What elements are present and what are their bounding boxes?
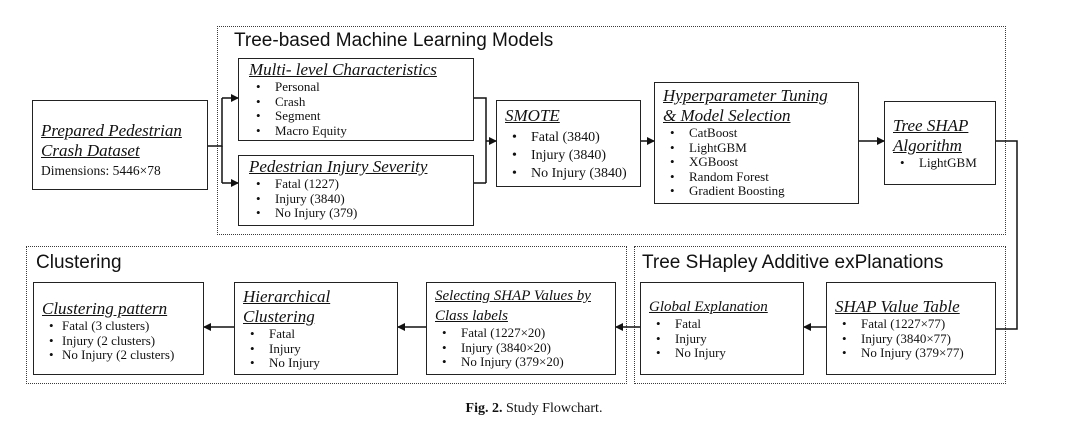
list-item: Fatal (1227×77) xyxy=(835,316,995,332)
figure-caption-text: Study Flowchart. xyxy=(506,401,603,416)
list-item: Fatal xyxy=(649,316,803,332)
shap-table-title: SHAP Value Table xyxy=(835,297,960,316)
dataset-title-line2: Crash Dataset xyxy=(41,141,140,160)
list-item: Personal xyxy=(249,79,473,95)
list-item: Injury xyxy=(649,331,803,347)
list-item: LightGBM xyxy=(893,155,995,171)
list-item: Fatal (3840) xyxy=(505,129,640,147)
list-item: Fatal (1227×20) xyxy=(435,325,615,341)
shap-table-list: Fatal (1227×77) Injury (3840×77) No Inju… xyxy=(835,316,995,361)
hyperparameter-title-line1: Hyperparameter Tuning xyxy=(663,86,828,105)
hierarchical-clustering-box: Hierarchical Clustering Fatal Injury No … xyxy=(234,282,398,375)
dataset-title-line1: Prepared Pedestrian xyxy=(41,121,182,140)
tree-shap-list: LightGBM xyxy=(893,155,995,171)
selecting-shap-box: Selecting SHAP Values by Class labels Fa… xyxy=(426,282,616,375)
injury-severity-title: Pedestrian Injury Severity xyxy=(249,157,428,176)
selecting-shap-title-line2: Class labels xyxy=(435,308,508,324)
group-title-tree-models: Tree-based Machine Learning Models xyxy=(234,30,554,51)
list-item: Fatal xyxy=(243,326,397,342)
global-explanation-title: Global Explanation xyxy=(649,299,768,315)
selecting-shap-list: Fatal (1227×20) Injury (3840×20) No Inju… xyxy=(435,325,615,370)
list-item: LightGBM xyxy=(663,140,858,156)
list-item: No Injury (3840) xyxy=(505,165,640,183)
hierarchical-list: Fatal Injury No Injury xyxy=(243,326,397,371)
figure-caption: Fig. 2. Study Flowchart. xyxy=(0,401,1068,417)
list-item: Macro Equity xyxy=(249,123,473,139)
smote-title: SMOTE xyxy=(505,106,560,125)
list-item: Gradient Boosting xyxy=(663,183,858,199)
tree-shap-algorithm-box: Tree SHAP Algorithm LightGBM xyxy=(884,101,996,185)
list-item: No Injury (2 clusters) xyxy=(42,347,203,363)
list-item: Fatal (3 clusters) xyxy=(42,318,203,334)
group-title-tree-shap: Tree SHapley Additive exPlanations xyxy=(642,252,944,273)
list-item: Fatal (1227) xyxy=(249,176,473,192)
tree-shap-title-line1: Tree SHAP xyxy=(893,116,969,135)
list-item: Injury (2 clusters) xyxy=(42,333,203,349)
list-item: Injury (3840×20) xyxy=(435,340,615,356)
multi-level-list: Personal Crash Segment Macro Equity xyxy=(249,79,473,139)
list-item: No Injury (379) xyxy=(249,205,473,221)
list-item: Injury xyxy=(243,341,397,357)
hyperparameter-title-line2: & Model Selection xyxy=(663,106,791,125)
arrow-to-shap-table xyxy=(996,140,1018,330)
clustering-pattern-box: Clustering pattern Fatal (3 clusters) In… xyxy=(33,282,204,375)
group-title-clustering: Clustering xyxy=(36,252,122,273)
list-item: Segment xyxy=(249,108,473,124)
list-item: No Injury (379×20) xyxy=(435,354,615,370)
arrow-dataset-split xyxy=(208,98,223,147)
multi-level-title: Multi- level Characteristics xyxy=(249,60,437,79)
injury-severity-box: Pedestrian Injury Severity Fatal (1227) … xyxy=(238,155,474,226)
list-item: Crash xyxy=(249,94,473,110)
global-explanation-list: Fatal Injury No Injury xyxy=(649,316,803,361)
list-item: XGBoost xyxy=(663,154,858,170)
list-item: Injury (3840×77) xyxy=(835,331,995,347)
hierarchical-title-line1: Hierarchical xyxy=(243,287,331,306)
list-item: Injury (3840) xyxy=(505,147,640,165)
multi-level-box: Multi- level Characteristics Personal Cr… xyxy=(238,58,474,141)
global-explanation-box: Global Explanation Fatal Injury No Injur… xyxy=(640,282,804,375)
list-item: No Injury (379×77) xyxy=(835,345,995,361)
clustering-pattern-title: Clustering pattern xyxy=(42,299,168,318)
selecting-shap-title-line1: Selecting SHAP Values by xyxy=(435,288,591,304)
list-item: No Injury xyxy=(649,345,803,361)
injury-severity-list: Fatal (1227) Injury (3840) No Injury (37… xyxy=(249,176,473,221)
dataset-dimensions: Dimensions: 5446×78 xyxy=(41,163,161,178)
hyperparameter-list: CatBoost LightGBM XGBoost Random Forest … xyxy=(663,125,858,199)
group-clustering xyxy=(26,246,627,384)
shap-value-table-box: SHAP Value Table Fatal (1227×77) Injury … xyxy=(826,282,996,375)
tree-shap-title-line2: Algorithm xyxy=(893,136,962,155)
list-item: No Injury xyxy=(243,355,397,371)
hierarchical-title-line2: Clustering xyxy=(243,307,315,326)
group-tree-models xyxy=(217,26,1006,235)
dataset-box: Prepared Pedestrian Crash Dataset Dimens… xyxy=(32,100,208,190)
clustering-pattern-list: Fatal (3 clusters) Injury (2 clusters) N… xyxy=(42,318,203,363)
list-item: CatBoost xyxy=(663,125,858,141)
figure-caption-label: Fig. 2. xyxy=(465,401,503,416)
smote-list: Fatal (3840) Injury (3840) No Injury (38… xyxy=(505,129,640,183)
hyperparameter-box: Hyperparameter Tuning & Model Selection … xyxy=(654,82,859,204)
smote-box: SMOTE Fatal (3840) Injury (3840) No Inju… xyxy=(496,100,641,187)
list-item: Random Forest xyxy=(663,169,858,185)
list-item: Injury (3840) xyxy=(249,191,473,207)
group-tree-shap xyxy=(634,246,1006,384)
